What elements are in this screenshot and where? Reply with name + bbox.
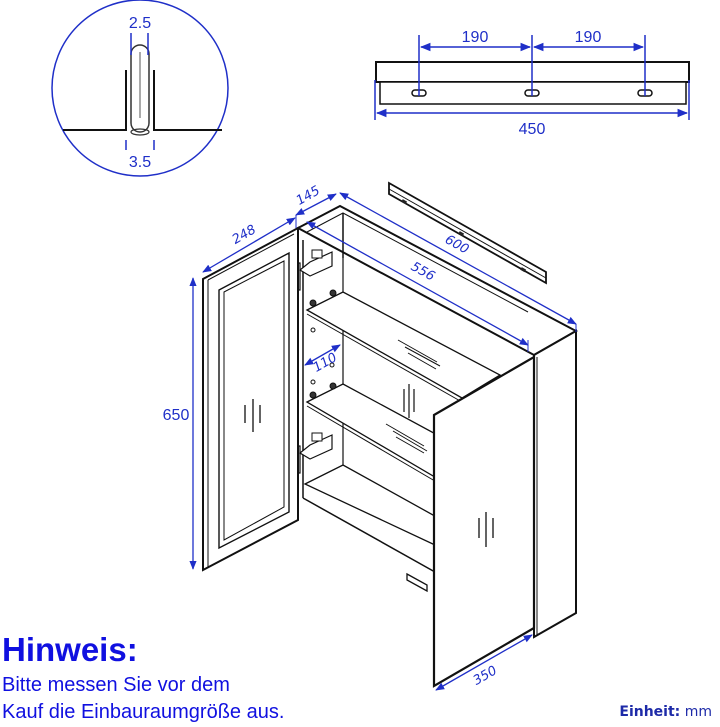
anchor-bottom-dimension: 3.5: [129, 154, 151, 171]
bracket-overall-length: 450: [519, 121, 546, 138]
note-title: Hinweis:: [2, 631, 138, 668]
shelf-depth-label: 110: [311, 350, 340, 375]
left-door: [202, 226, 299, 572]
height-label: 650: [163, 407, 190, 424]
unit-value: mm: [684, 704, 712, 720]
unit-caption: Einheit:: [619, 704, 681, 720]
bracket-spacing-right: 190: [575, 29, 602, 46]
right-door: [432, 355, 536, 688]
bracket-spacing-left: 190: [462, 29, 489, 46]
note-line-2: Kauf die Einbauraumgröße aus.: [2, 701, 285, 723]
wall-bracket-top-view: 190 190 450: [374, 29, 690, 138]
note-line-1: Bitte messen Sie vor dem: [2, 674, 230, 696]
anchor-detail: 2.5 3.5: [51, 0, 229, 177]
anchor-top-dimension: 2.5: [129, 15, 151, 32]
depth-label: 145: [294, 183, 323, 208]
door-width-label: 248: [230, 222, 259, 247]
unit-label: Einheit: mm: [619, 704, 712, 720]
